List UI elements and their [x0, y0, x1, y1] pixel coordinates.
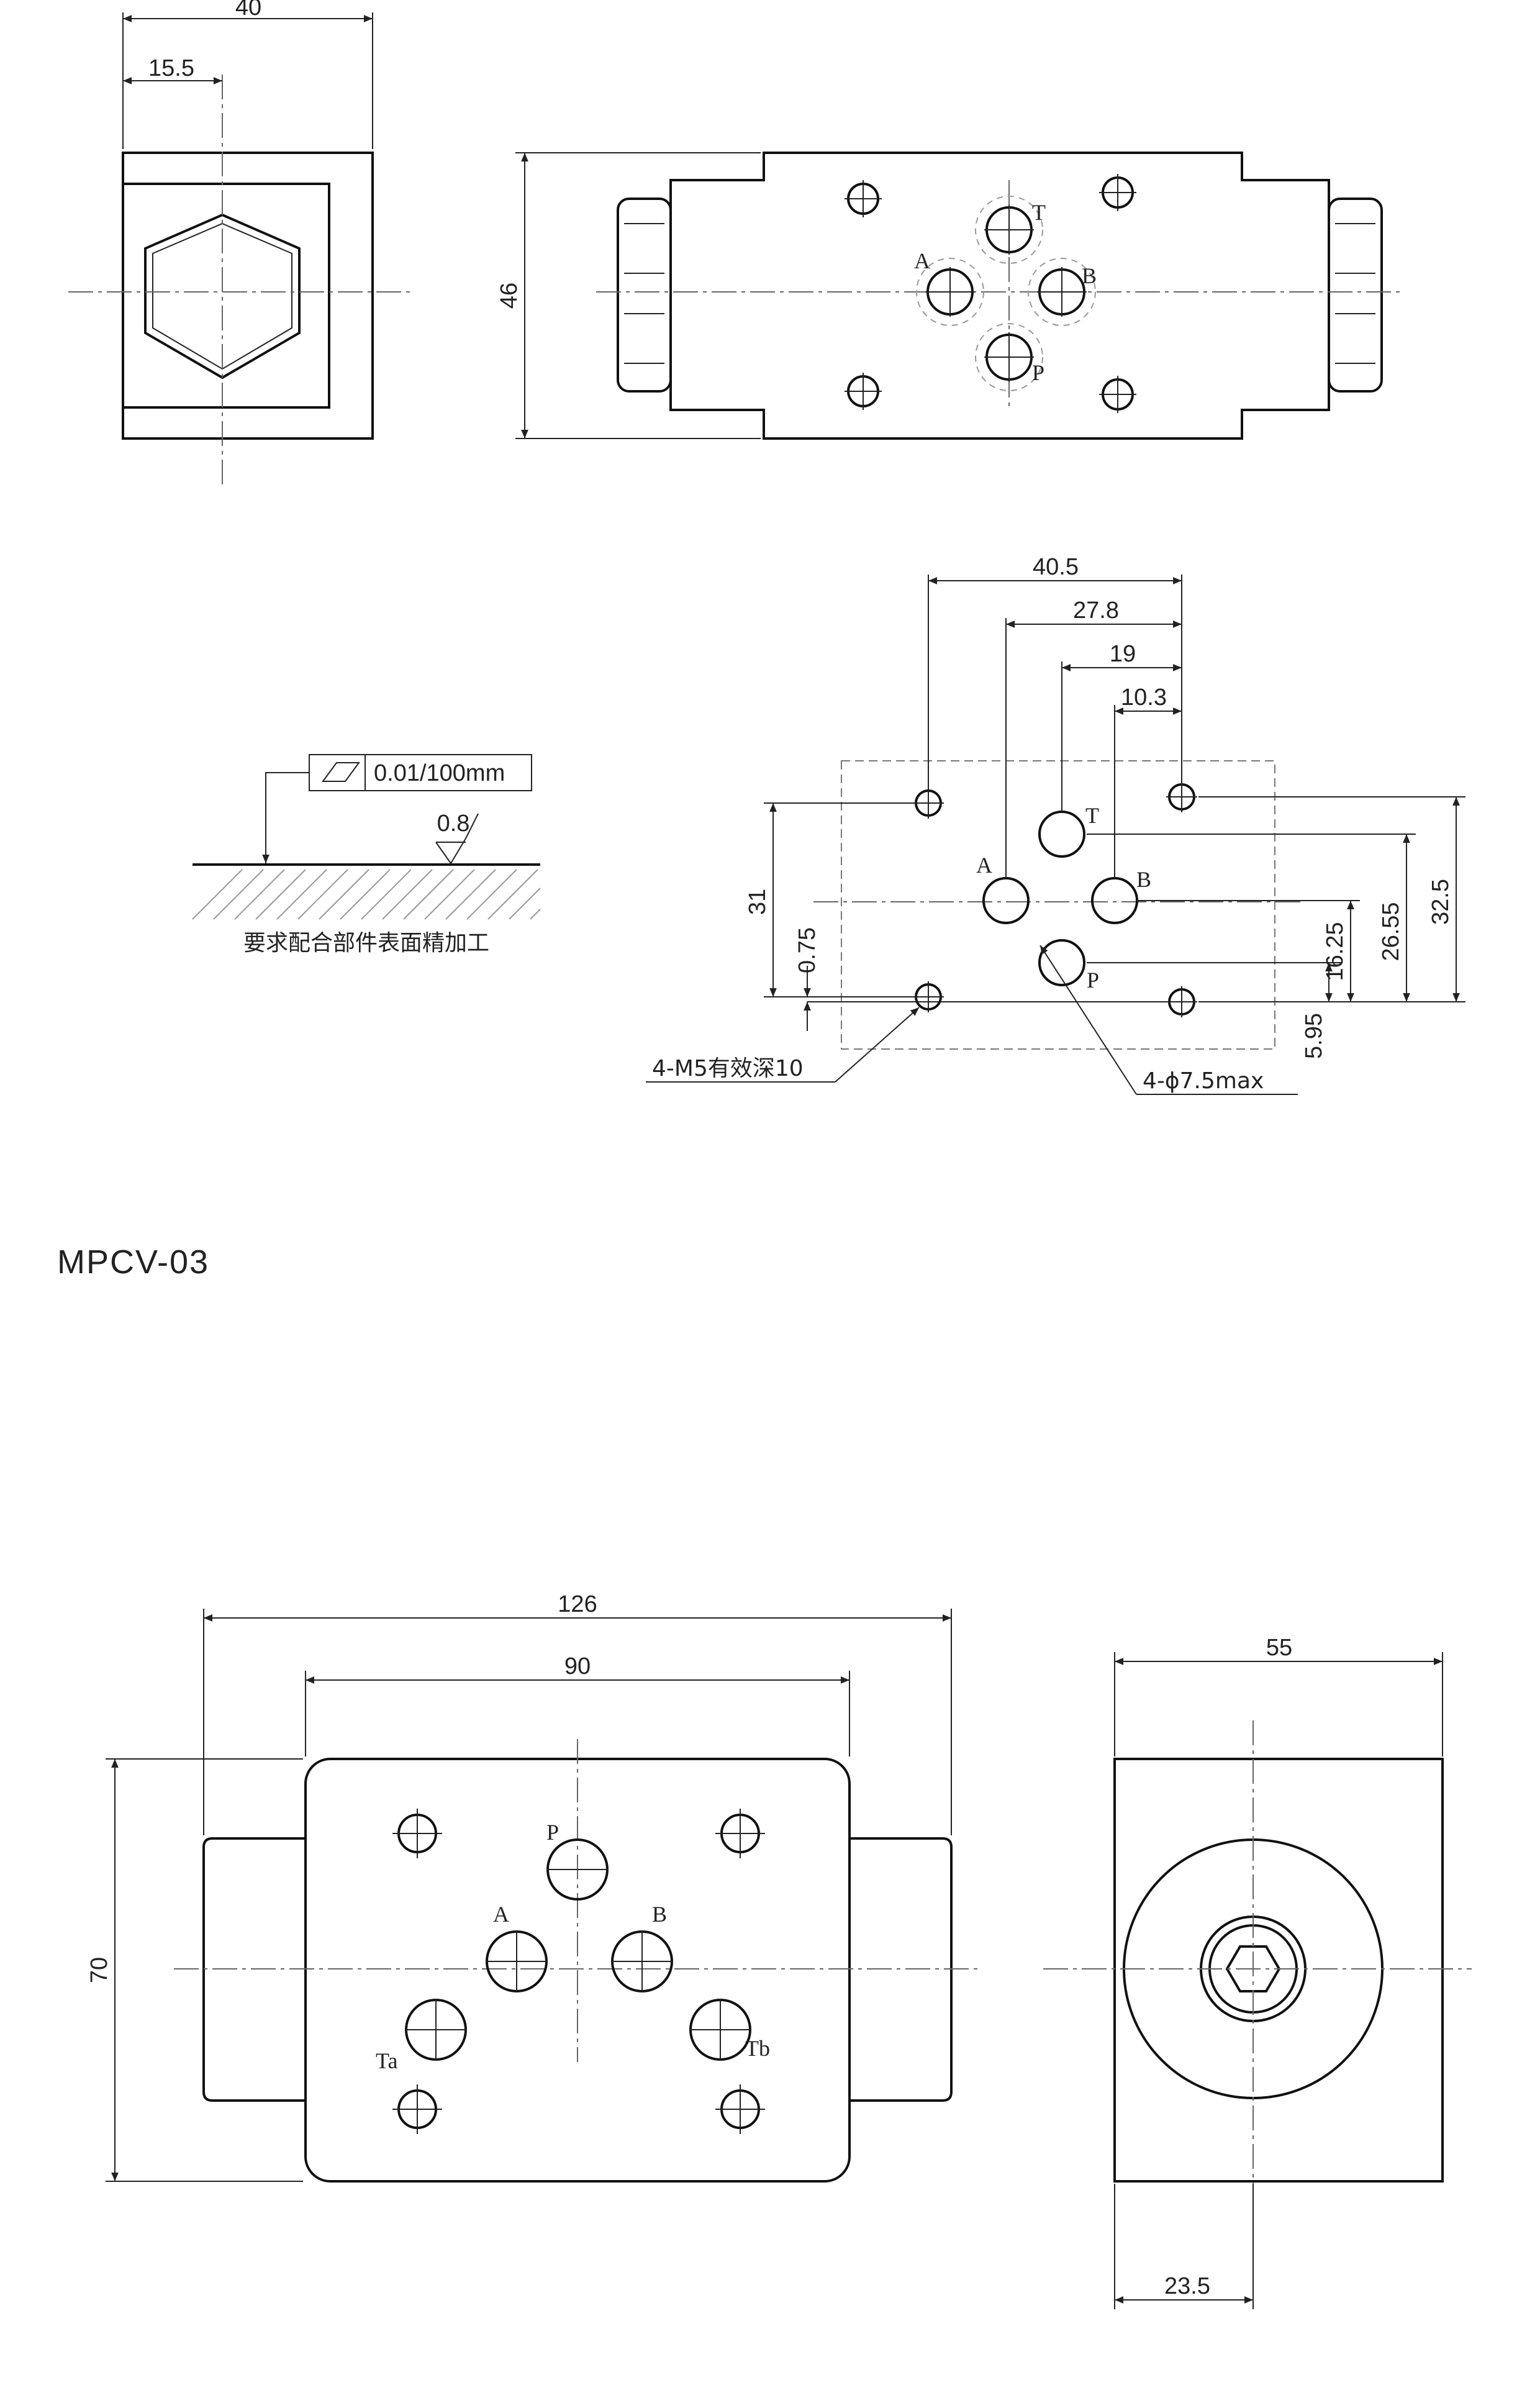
roughness-icon — [435, 813, 479, 865]
hatch-line — [361, 869, 412, 920]
mount-port-b — [1091, 877, 1138, 924]
v3-label-tb: Tb — [745, 2036, 770, 2061]
hatch-line — [509, 888, 541, 920]
left-plug — [617, 198, 672, 393]
hatch-line — [382, 869, 433, 920]
dim-23-5: 23.5 — [1164, 2273, 1210, 2299]
surface-hatch — [192, 869, 541, 920]
mount-label-p: P — [1087, 968, 1099, 993]
mount-port-p — [1038, 939, 1085, 986]
dim-5-95: 5.95 — [1301, 1013, 1327, 1059]
label-p: P — [1032, 360, 1044, 385]
tolerance-value: 0.01/100mm — [374, 760, 505, 786]
view2-top-view: T A B P 46 — [496, 152, 1403, 440]
callout-ports: 4-ϕ7.5max — [1143, 1068, 1264, 1094]
mounting-ports — [982, 811, 1138, 986]
view3-ports — [405, 1838, 751, 2061]
view2-body-outline — [669, 152, 1330, 440]
hatch-line — [319, 869, 369, 920]
callout-screws: 4-M5有效深10 — [652, 1056, 804, 1081]
mounting-pattern: T A B P 40.5 27.8 19 10.3 31 0.75 32.5 — [646, 554, 1465, 1095]
v3-label-ta: Ta — [376, 2048, 397, 2073]
hatch-line — [192, 869, 243, 920]
mount-label-b: B — [1136, 867, 1151, 892]
dim-90: 90 — [564, 1653, 591, 1679]
dim-10-3: 10.3 — [1121, 684, 1167, 711]
dim-16-25: 16.25 — [1322, 922, 1348, 981]
mounting-screw-holes — [913, 781, 1197, 1017]
dim-40: 40 — [235, 0, 261, 20]
hatch-line — [276, 869, 327, 920]
hatch-line — [445, 869, 496, 920]
bolt-holes — [845, 174, 1136, 413]
dim-126: 126 — [558, 1591, 597, 1617]
dim-27-8: 27.8 — [1073, 597, 1119, 624]
view1-body-outline — [122, 152, 374, 440]
hatch-line — [487, 869, 538, 920]
hatch-line — [234, 869, 285, 920]
hatch-line — [213, 869, 264, 920]
hatch-line — [255, 869, 306, 920]
mount-port-a — [982, 877, 1030, 924]
dim-19: 19 — [1110, 641, 1136, 667]
hatch-line — [340, 869, 391, 920]
view2-ports — [916, 196, 1096, 391]
hatch-line — [297, 869, 348, 920]
mount-label-a: A — [976, 853, 992, 878]
dim-70: 70 — [86, 1957, 112, 1983]
dim-55: 55 — [1266, 1635, 1292, 1661]
flatness-callout: 0.01/100mm 0.8 要求配合部件表面精加工 — [192, 754, 541, 956]
machining-note: 要求配合部件表面精加工 — [243, 930, 489, 956]
view1-inner-plate — [122, 183, 330, 409]
mount-port-t — [1038, 811, 1085, 858]
mount-label-t: T — [1085, 803, 1099, 828]
v3-label-b: B — [652, 1902, 667, 1927]
view3-bolt-holes — [392, 1809, 765, 2134]
hatch-line — [466, 869, 517, 920]
dim-40-5: 40.5 — [1033, 554, 1079, 580]
v3-label-p: P — [546, 1820, 559, 1845]
label-a: A — [914, 248, 930, 273]
view1-end-view: 40 15.5 — [68, 0, 410, 484]
dim-26-55: 26.55 — [1378, 902, 1404, 961]
flatness-icon — [322, 762, 360, 782]
label-b: B — [1082, 263, 1097, 288]
hatch-line — [403, 869, 454, 920]
dim-31: 31 — [745, 889, 771, 915]
roughness-value: 0.8 — [437, 811, 470, 837]
dim-0-75: 0.75 — [794, 927, 820, 973]
dim-46: 46 — [496, 283, 522, 309]
label-t: T — [1032, 200, 1046, 225]
hatch-line — [530, 909, 541, 920]
view3-top-view: P A B Ta Tb 126 90 70 — [86, 1591, 981, 2183]
right-plug — [1328, 198, 1383, 393]
dim-32-5: 32.5 — [1428, 879, 1454, 925]
v3-label-a: A — [493, 1902, 509, 1927]
view4-body-outline — [1113, 1758, 1444, 2183]
mounting-face-outline — [841, 760, 1275, 1050]
model-title: MPCV-03 — [57, 1243, 209, 1281]
hatch-line — [424, 869, 475, 920]
dim-15-5: 15.5 — [148, 55, 194, 81]
view4-end-view: 55 23.5 — [1043, 1635, 1472, 2309]
